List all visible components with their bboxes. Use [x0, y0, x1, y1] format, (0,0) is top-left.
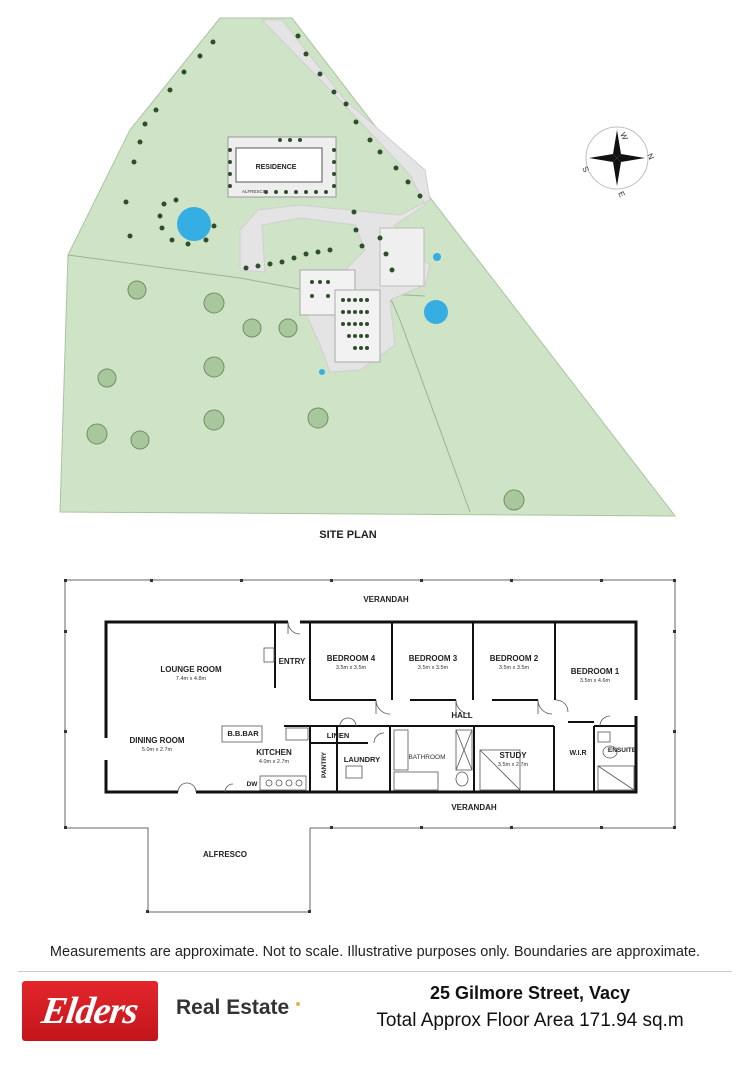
room-kitchen-name: KITCHEN [256, 748, 292, 757]
room-bedroom1-name: BEDROOM 1 [571, 667, 620, 676]
elders-logo: Elders [22, 981, 158, 1041]
room-lounge-size: 7.4m x 4.8m [176, 676, 207, 682]
room-bedroom3-size: 3.5m x 3.5m [418, 665, 449, 671]
disclaimer-text: Measurements are approximate. Not to sca… [49, 944, 701, 960]
garden-rows [310, 280, 369, 350]
verandah-bottom-label: VERANDAH [451, 803, 497, 812]
alfresco-label: ALFRESCO [203, 850, 247, 859]
room-wir-name: W.I.R [569, 750, 586, 757]
room-ensuite-name: ENSUITE [608, 747, 637, 754]
verandah-top-label: VERANDAH [363, 595, 409, 604]
room-bedroom4-name: BEDROOM 4 [327, 654, 376, 663]
site-plan: RESIDENCE ALFRESCO [59, 17, 677, 541]
fixtures [104, 647, 635, 791]
pool [177, 207, 211, 241]
compass-rose: W N E S [580, 126, 656, 199]
site-plan-title: SITE PLAN [319, 529, 377, 541]
verandah-posts [64, 579, 676, 913]
room-dining-size: 5.0m x 2.7m [142, 747, 173, 753]
room-lounge-name: LOUNGE ROOM [160, 665, 222, 674]
compass-w: W [618, 131, 630, 142]
room-dining-name: DINING ROOM [129, 736, 184, 745]
room-study-size: 3.5m x 2.7m [498, 762, 529, 768]
dishwasher-label: DW [247, 781, 259, 788]
room-study-name: STUDY [499, 751, 527, 760]
shed [379, 227, 425, 287]
door-swings [177, 621, 611, 793]
room-linen-name: LINEN [327, 731, 350, 740]
site-alfresco-label: ALFRESCO [242, 189, 267, 194]
trees [86, 280, 525, 511]
residence-label: RESIDENCE [256, 164, 297, 171]
interior-walls [274, 622, 636, 792]
verandah-outline [64, 579, 676, 913]
compass-s: S [580, 165, 590, 174]
exterior-walls [104, 620, 638, 794]
elders-logo-text: Elders [39, 990, 141, 1032]
room-bedroom4-size: 3.5m x 3.5m [336, 665, 367, 671]
room-bedroom2-name: BEDROOM 2 [490, 654, 539, 663]
residence-roof [235, 147, 323, 183]
compass-n: N [645, 152, 656, 161]
room-bathroom-name: BATHROOM [408, 754, 445, 761]
room-kitchen-size: 4.0m x 2.7m [259, 759, 290, 765]
room-bbbar-name: B.B.BAR [227, 729, 259, 738]
room-entry-name: ENTRY [279, 657, 306, 666]
room-bedroom3-name: BEDROOM 3 [409, 654, 458, 663]
brand-label: Real Estate [176, 996, 290, 1019]
property-address: 25 Gilmore Street, Vacy [429, 983, 631, 1003]
room-hall-name: HALL [451, 711, 472, 720]
hedge-dots [123, 33, 423, 273]
room-bedroom1-size: 3.5m x 4.6m [580, 678, 611, 684]
floor-plan: VERANDAH VERANDAH ALFRESCO LOUNGE ROOM 7… [64, 579, 676, 913]
room-laundry-name: LAUNDRY [344, 755, 380, 764]
pool [424, 300, 448, 324]
room-pantry-name: PANTRY [321, 751, 328, 778]
compass-e: E [616, 190, 626, 199]
water-tank [319, 369, 325, 375]
footer-divider [18, 971, 732, 972]
floor-area-text: Total Approx Floor Area 171.94 sq.m [376, 1010, 684, 1031]
brand-dot-icon [296, 1002, 300, 1006]
outbuilding [334, 289, 381, 363]
water-tank [433, 253, 441, 261]
room-bedroom2-size: 3.5m x 3.5m [499, 665, 530, 671]
